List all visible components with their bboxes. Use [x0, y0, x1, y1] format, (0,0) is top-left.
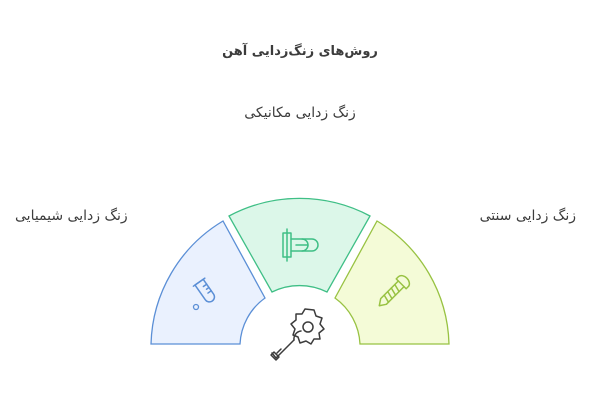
segment-chemical [150, 220, 266, 345]
label-mechanical: زنگ زدایی مکانیکی [244, 105, 356, 121]
drop-icon [192, 303, 200, 311]
diagram-title: روش‌های زنگ‌زدایی آهن [222, 44, 378, 59]
segment-traditional [334, 220, 450, 345]
label-chemical: زنگ زدایی شیمیایی [15, 208, 128, 224]
label-traditional: زنگ زدایی سنتی [479, 208, 576, 224]
test-tube-icon [192, 277, 216, 303]
sanding-tool-icon [282, 228, 319, 262]
screw-icon [378, 274, 411, 307]
gear-wrench-icon [270, 308, 325, 361]
